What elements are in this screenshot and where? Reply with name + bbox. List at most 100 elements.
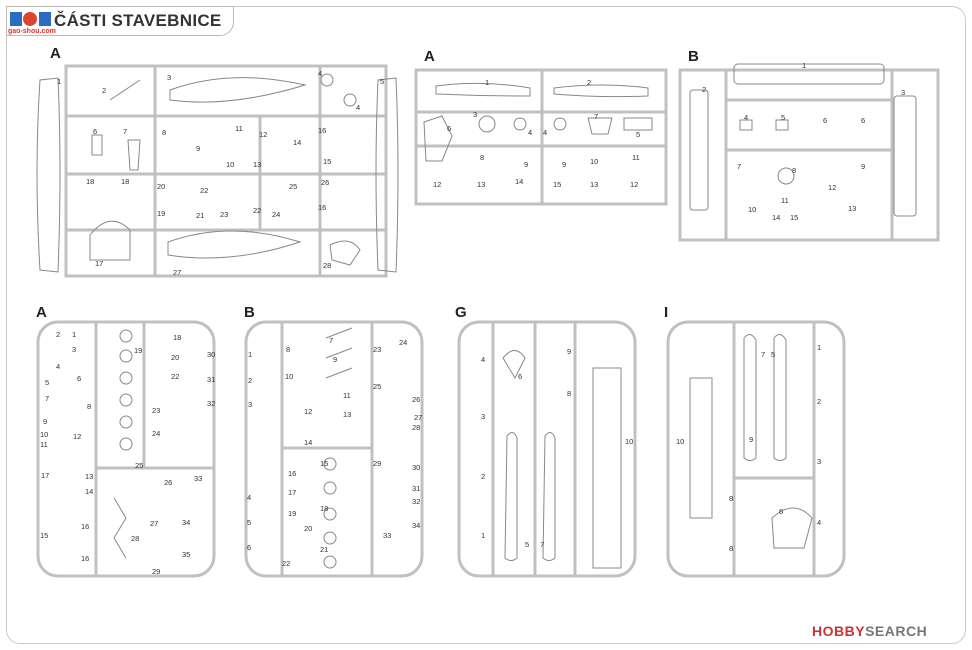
part-number: 26 xyxy=(164,478,173,487)
part-number: 34 xyxy=(182,518,191,527)
part-number: 15 xyxy=(320,459,329,468)
part-number: 12 xyxy=(304,407,313,416)
part-number: 10 xyxy=(676,437,685,446)
part-number: 8 xyxy=(729,494,734,503)
part-number: 9 xyxy=(861,162,866,171)
part-number: 35 xyxy=(182,550,191,559)
part-number: 2 xyxy=(817,397,822,406)
part-number: 16 xyxy=(81,522,90,531)
site-logo-icon xyxy=(10,12,51,26)
part-number: 24 xyxy=(152,429,161,438)
part-number: 5 xyxy=(781,113,786,122)
sprue-letter-g: G xyxy=(455,304,467,321)
part-number: 7 xyxy=(594,112,599,121)
part-number: 15 xyxy=(40,531,49,540)
part-number: 31 xyxy=(412,484,421,493)
part-number: 12 xyxy=(259,130,268,139)
part-number: 4 xyxy=(481,355,486,364)
part-number: 25 xyxy=(373,382,382,391)
sprue-i-bottom xyxy=(666,320,846,578)
part-number: 12 xyxy=(828,183,837,192)
part-number: 19 xyxy=(134,346,143,355)
part-number: 9 xyxy=(562,160,567,169)
part-number: 7 xyxy=(737,162,742,171)
part-number: 4 xyxy=(356,103,361,112)
part-number: 17 xyxy=(41,471,50,480)
part-number: 13 xyxy=(848,204,857,213)
part-number: 25 xyxy=(289,182,298,191)
part-number: 28 xyxy=(131,534,140,543)
part-number: 23 xyxy=(373,345,382,354)
part-number: 24 xyxy=(272,210,281,219)
part-number: 6 xyxy=(779,507,784,516)
part-number: 3 xyxy=(481,412,486,421)
sprue-a-top-middle xyxy=(414,68,668,206)
part-number: 17 xyxy=(288,488,297,497)
part-number: 6 xyxy=(77,374,82,383)
part-number: 6 xyxy=(247,543,252,552)
part-number: 8 xyxy=(792,166,797,175)
part-number: 5 xyxy=(636,130,641,139)
page-title: ČÁSTI STAVEBNICE xyxy=(54,11,222,30)
part-number: 14 xyxy=(304,438,313,447)
part-number: 11 xyxy=(40,440,48,449)
part-number: 11 xyxy=(781,196,789,205)
part-number: 5 xyxy=(525,540,530,549)
part-number: 21 xyxy=(196,211,205,220)
part-number: 13 xyxy=(590,180,599,189)
part-number: 16 xyxy=(318,203,327,212)
page-frame xyxy=(6,6,966,644)
part-number: 18 xyxy=(173,333,182,342)
sprue-b-top-right xyxy=(678,63,940,242)
part-number: 7 xyxy=(45,394,50,403)
part-number: 14 xyxy=(293,138,302,147)
part-number: 22 xyxy=(200,186,209,195)
part-number: 10 xyxy=(748,205,757,214)
part-number: 7 xyxy=(540,540,545,549)
part-number: 1 xyxy=(72,330,77,339)
part-number: 8 xyxy=(162,128,167,137)
part-number: 2 xyxy=(248,376,253,385)
part-number: 12 xyxy=(630,180,639,189)
sprue-a-top-left xyxy=(36,64,399,278)
part-number: 2 xyxy=(702,85,707,94)
part-number: 13 xyxy=(343,410,352,419)
part-number: 27 xyxy=(150,519,159,528)
sprue-letter-b2: B xyxy=(244,304,255,321)
part-number: 11 xyxy=(235,124,243,133)
part-number: 3 xyxy=(167,73,172,82)
part-number: 17 xyxy=(95,259,104,268)
part-number: 33 xyxy=(194,474,203,483)
part-number: 6 xyxy=(861,116,866,125)
sprue-letter-b1: B xyxy=(688,48,699,65)
part-number: 1 xyxy=(481,531,486,540)
part-number: 9 xyxy=(567,347,572,356)
part-number: 11 xyxy=(632,153,640,162)
part-number: 23 xyxy=(220,210,229,219)
part-number: 4 xyxy=(528,128,533,137)
part-number: 4 xyxy=(247,493,252,502)
part-number: 13 xyxy=(477,180,486,189)
part-number: 27 xyxy=(173,268,182,277)
part-number: 30 xyxy=(207,350,216,359)
part-number: 32 xyxy=(207,399,216,408)
part-number: 7 xyxy=(761,350,766,359)
part-number: 26 xyxy=(412,395,421,404)
part-number: 10 xyxy=(590,157,599,166)
part-number: 4 xyxy=(318,69,323,78)
part-number: 4 xyxy=(744,113,749,122)
part-number: 15 xyxy=(790,213,799,222)
sprue-letter-i: I xyxy=(664,304,669,321)
part-number: 14 xyxy=(772,213,781,222)
sprue-g-bottom xyxy=(457,320,637,578)
part-number: 33 xyxy=(383,531,392,540)
sprue-a-bottom xyxy=(36,320,216,578)
part-number: 16 xyxy=(288,469,297,478)
part-number: 14 xyxy=(515,177,524,186)
watermark-brand: HOBBY xyxy=(812,623,866,639)
part-number: 2 xyxy=(587,78,592,87)
part-number: 28 xyxy=(323,261,332,270)
part-number: 9 xyxy=(333,355,338,364)
part-number: 1 xyxy=(802,61,807,70)
part-number: 18 xyxy=(86,177,95,186)
